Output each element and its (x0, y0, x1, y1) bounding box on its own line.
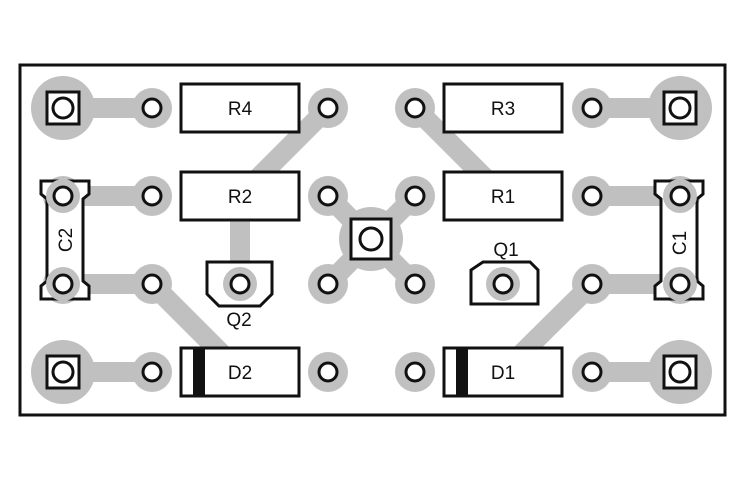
hole (669, 273, 691, 295)
hole (52, 273, 74, 295)
hole (581, 361, 603, 383)
label-r2: R2 (228, 187, 252, 208)
hole (404, 185, 426, 207)
components (39, 82, 705, 398)
label-q2: Q2 (226, 310, 251, 331)
hole (229, 273, 251, 295)
label-r4: R4 (228, 99, 253, 120)
hole (141, 273, 163, 295)
hole (51, 96, 75, 120)
square-pads (45, 90, 698, 390)
hole (668, 96, 692, 120)
resistor-r4-body (179, 82, 301, 134)
hole (581, 185, 603, 207)
hole (51, 360, 75, 384)
hole (668, 360, 692, 384)
resistor-r3-body (442, 82, 564, 134)
hole (404, 97, 426, 119)
hole (141, 185, 163, 207)
label-c1: C1 (670, 231, 691, 255)
hole (404, 273, 426, 295)
hole (669, 185, 691, 207)
capacitor-c1-body (653, 179, 705, 301)
hole (358, 226, 384, 252)
diode-d1-cathode-band (456, 349, 468, 395)
hole (581, 273, 603, 295)
resistor-r1-body (442, 170, 564, 222)
drill-holes (51, 96, 692, 384)
hole (492, 273, 514, 295)
resistor-r2-body (179, 170, 301, 222)
hole (404, 361, 426, 383)
label-d1: D1 (491, 363, 515, 384)
label-r3: R3 (491, 99, 515, 120)
label-r1: R1 (491, 187, 515, 208)
label-q1: Q1 (493, 240, 518, 261)
hole (141, 97, 163, 119)
label-d2: D2 (228, 363, 252, 384)
hole (317, 185, 339, 207)
hole (317, 97, 339, 119)
hole (317, 361, 339, 383)
hole (141, 361, 163, 383)
hole (581, 97, 603, 119)
hole (52, 185, 74, 207)
label-c2: C2 (56, 228, 77, 252)
diode-d2-cathode-band (193, 349, 205, 395)
hole (317, 273, 339, 295)
